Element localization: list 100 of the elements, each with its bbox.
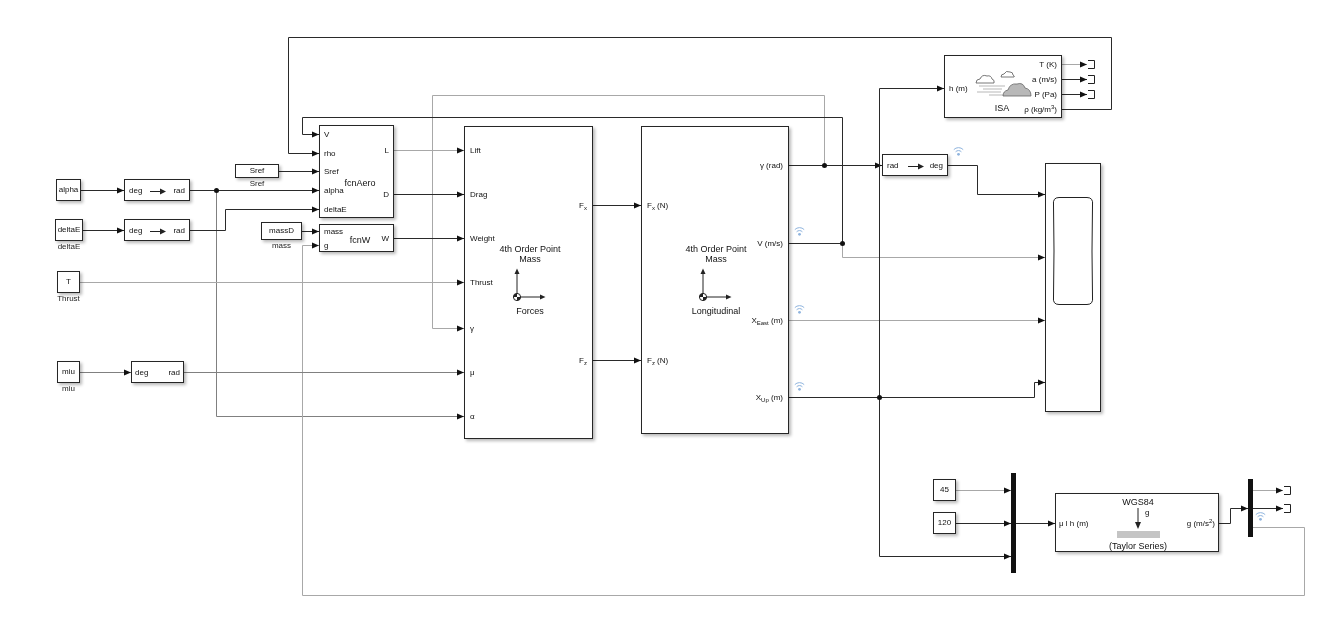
signal-line <box>189 190 217 191</box>
signal-arrow <box>788 317 1046 324</box>
mux-bar <box>1011 473 1016 573</box>
signal-arrow <box>393 147 465 154</box>
signal-line <box>788 165 825 166</box>
port-label: γ <box>470 325 474 333</box>
unit-label: deg <box>129 187 143 195</box>
block-label: 45 <box>940 486 949 494</box>
conversion-block <box>124 219 190 241</box>
signal-arrow <box>824 162 883 169</box>
port-label: V <box>324 131 330 139</box>
signal-arrow <box>393 235 465 242</box>
unit-label: rad <box>168 369 180 377</box>
port-label: X$_{East}$ (m) <box>751 317 783 325</box>
port-label: F$_{z}$ <box>579 357 587 365</box>
signal-arrow <box>302 117 843 244</box>
subsystem-block <box>464 126 593 439</box>
port-label: F$_{x}$ (N) <box>647 202 669 210</box>
terminator-symbol <box>1283 504 1291 513</box>
port-label: W <box>381 235 389 243</box>
signal-arrow <box>592 357 642 364</box>
constant-block <box>933 479 956 501</box>
signal-arrow <box>1061 91 1088 98</box>
port-label: F$_{z}$ (N) <box>647 357 669 365</box>
signal-arrow <box>1252 505 1284 512</box>
constant-block <box>235 164 279 178</box>
signal-line <box>788 397 880 398</box>
constant-block <box>57 271 80 293</box>
terminator-symbol <box>1087 75 1095 84</box>
port-label: T (K) <box>1039 61 1057 69</box>
signal-arrow <box>955 487 1012 494</box>
signal-arrow <box>955 520 1012 527</box>
port-label: F$_{x}$ <box>579 202 587 210</box>
block-label: fcnW <box>349 235 371 245</box>
signal-arrow <box>432 95 825 332</box>
signal-arrow <box>879 85 945 398</box>
signal-arrow <box>301 228 320 235</box>
port-label: ρ (kg/m$^{3}$) <box>1024 106 1057 114</box>
function-block <box>319 224 394 252</box>
terminator-symbol <box>1087 90 1095 99</box>
port-label: Thrust <box>470 279 493 287</box>
port-label: alpha <box>324 187 344 195</box>
block-label: miu <box>62 368 75 376</box>
function-block <box>319 125 394 218</box>
unit-label: deg <box>129 227 143 235</box>
unit-label: rad <box>173 227 185 235</box>
block-name-label: deltaE <box>57 243 81 251</box>
signal-arrow <box>82 227 125 234</box>
port-label: Lift <box>470 147 481 155</box>
signal-arrow <box>216 187 320 194</box>
demux-bar <box>1248 479 1253 537</box>
port-label: μ <box>470 369 475 377</box>
signal-arrow <box>79 279 465 286</box>
port-label: Sref <box>324 168 339 176</box>
signal-arrow <box>947 165 1046 198</box>
port-label: D <box>383 191 389 199</box>
signal-arrow <box>278 168 320 175</box>
block-label: T <box>66 278 71 286</box>
terminator-symbol <box>1283 486 1291 495</box>
conversion-block <box>882 154 948 176</box>
port-label: P (Pa) <box>1034 91 1057 99</box>
conversion-block <box>124 179 190 201</box>
port-label: X$_{Up}$ (m) <box>755 394 783 402</box>
signal-arrow <box>288 37 1112 157</box>
port-label: rho <box>324 150 336 158</box>
signal-arrow <box>879 379 1046 398</box>
block-label: WGS84 <box>1122 497 1154 507</box>
signal-arrow <box>1061 61 1088 68</box>
signal-arrow <box>79 369 132 376</box>
signal-arrow <box>189 206 320 231</box>
port-label: g <box>1145 509 1150 517</box>
port-label: α <box>470 413 475 421</box>
unit-label: deg <box>135 369 149 377</box>
port-label: a (m/s) <box>1032 76 1057 84</box>
port-label: L <box>384 147 389 155</box>
port-label: g (m/s$^{2}$) <box>1186 520 1215 528</box>
terminator-symbol <box>1087 60 1095 69</box>
subsystem-block <box>641 126 789 434</box>
gravity-block <box>1055 493 1219 552</box>
block-label: 4th Order Point Mass <box>499 243 561 265</box>
signal-arrow <box>302 242 1305 596</box>
port-label: g <box>324 242 329 250</box>
scope-block <box>1045 163 1101 412</box>
signal-arrow <box>842 243 1046 261</box>
block-label: massD <box>269 227 294 235</box>
signal-arrow <box>1015 520 1056 527</box>
block-label: Sref <box>249 167 265 175</box>
port-label: Drag <box>470 191 488 199</box>
unit-label: rad <box>887 162 899 170</box>
signal-arrow <box>183 369 465 376</box>
block-name-label: mass <box>271 242 292 250</box>
port-label: γ (rad) <box>759 162 783 170</box>
constant-block <box>56 179 81 201</box>
block-label: Forces <box>516 306 544 316</box>
port-label: Weight <box>470 235 495 243</box>
signal-arrow <box>1218 505 1249 524</box>
port-label: V (m/s) <box>757 240 783 248</box>
port-label: μ l h (m) <box>1059 520 1089 528</box>
block-label: alpha <box>58 186 79 194</box>
signal-arrow <box>1061 76 1088 83</box>
